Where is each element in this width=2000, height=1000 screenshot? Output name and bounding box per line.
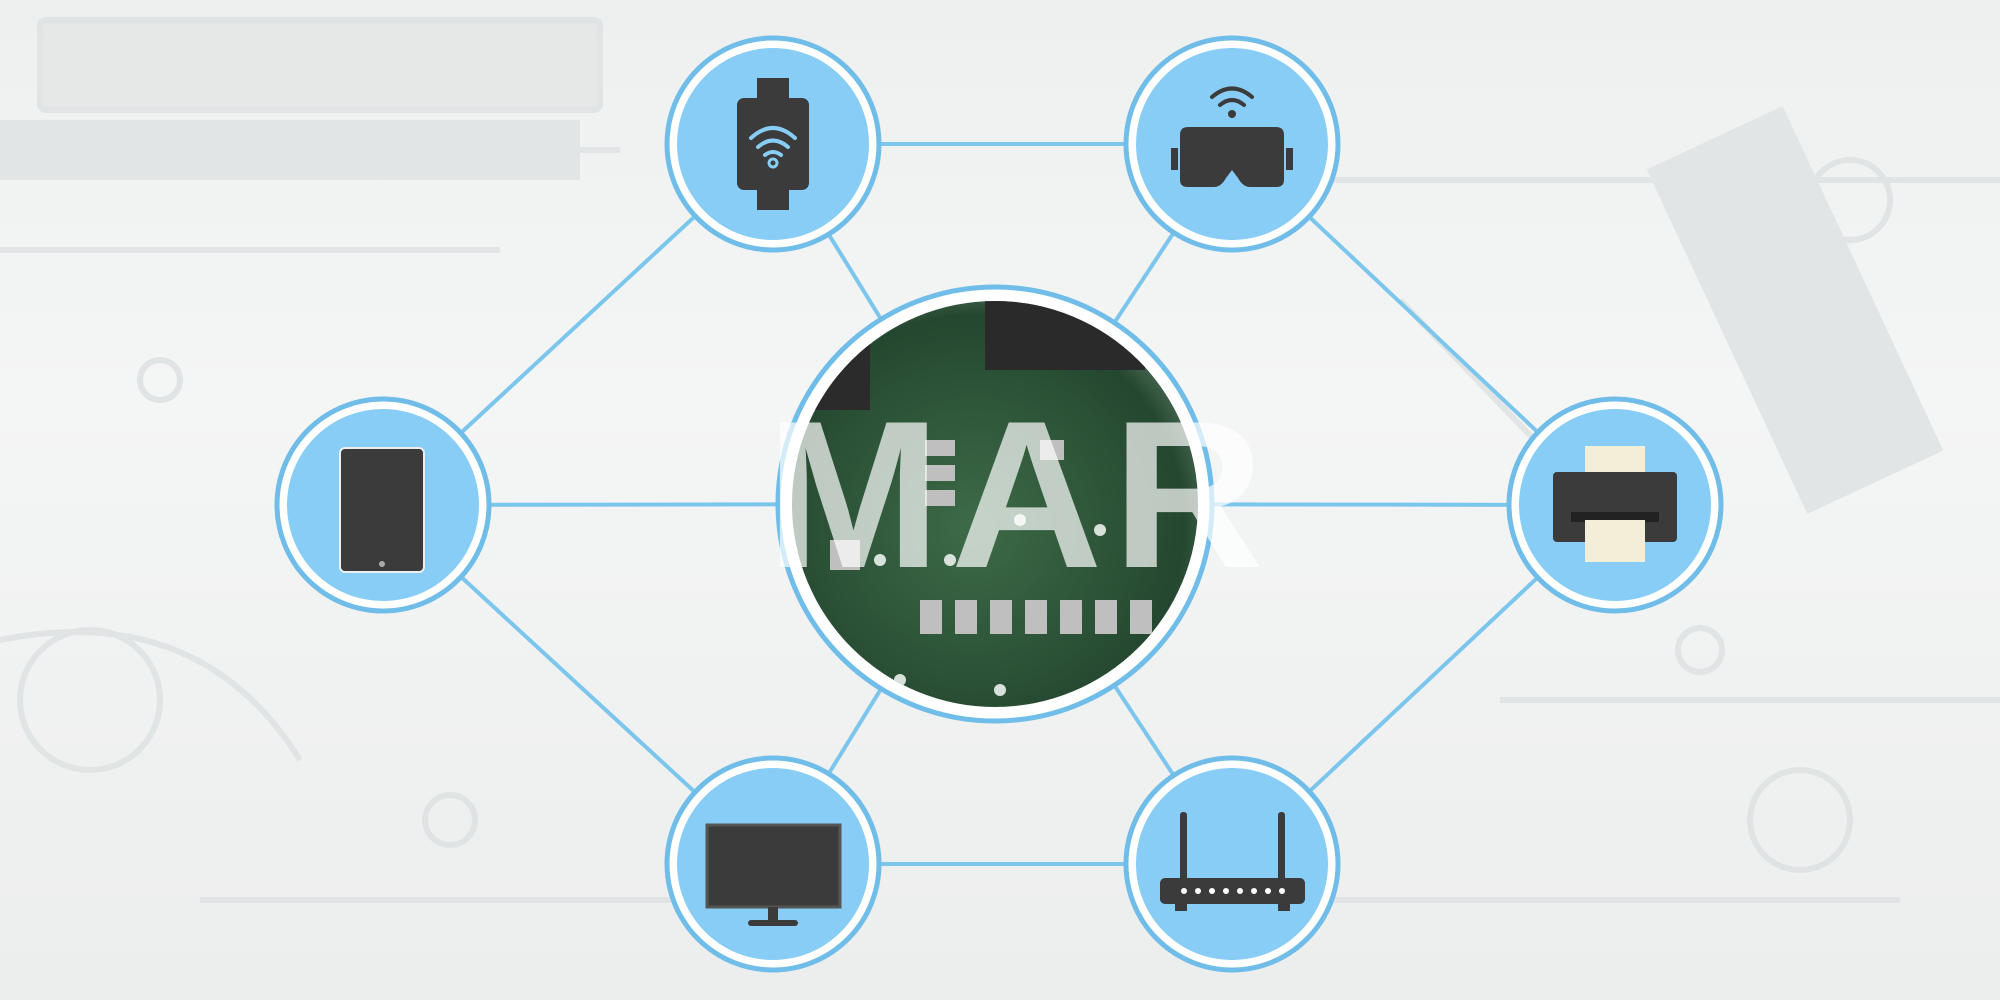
monitor-icon xyxy=(705,823,842,926)
node-router xyxy=(1123,755,1341,973)
printer-icon xyxy=(1553,446,1677,562)
tablet-icon xyxy=(339,447,425,573)
node-printer xyxy=(1506,396,1724,614)
node-vr-headset xyxy=(1123,35,1341,253)
router-icon xyxy=(1160,812,1305,911)
node-smartwatch xyxy=(664,35,882,253)
node-tablet xyxy=(274,396,492,614)
node-monitor xyxy=(664,755,882,973)
vr-headset-icon xyxy=(1171,86,1293,187)
center-hub xyxy=(775,284,1215,724)
smartwatch-wifi-icon xyxy=(737,78,809,210)
